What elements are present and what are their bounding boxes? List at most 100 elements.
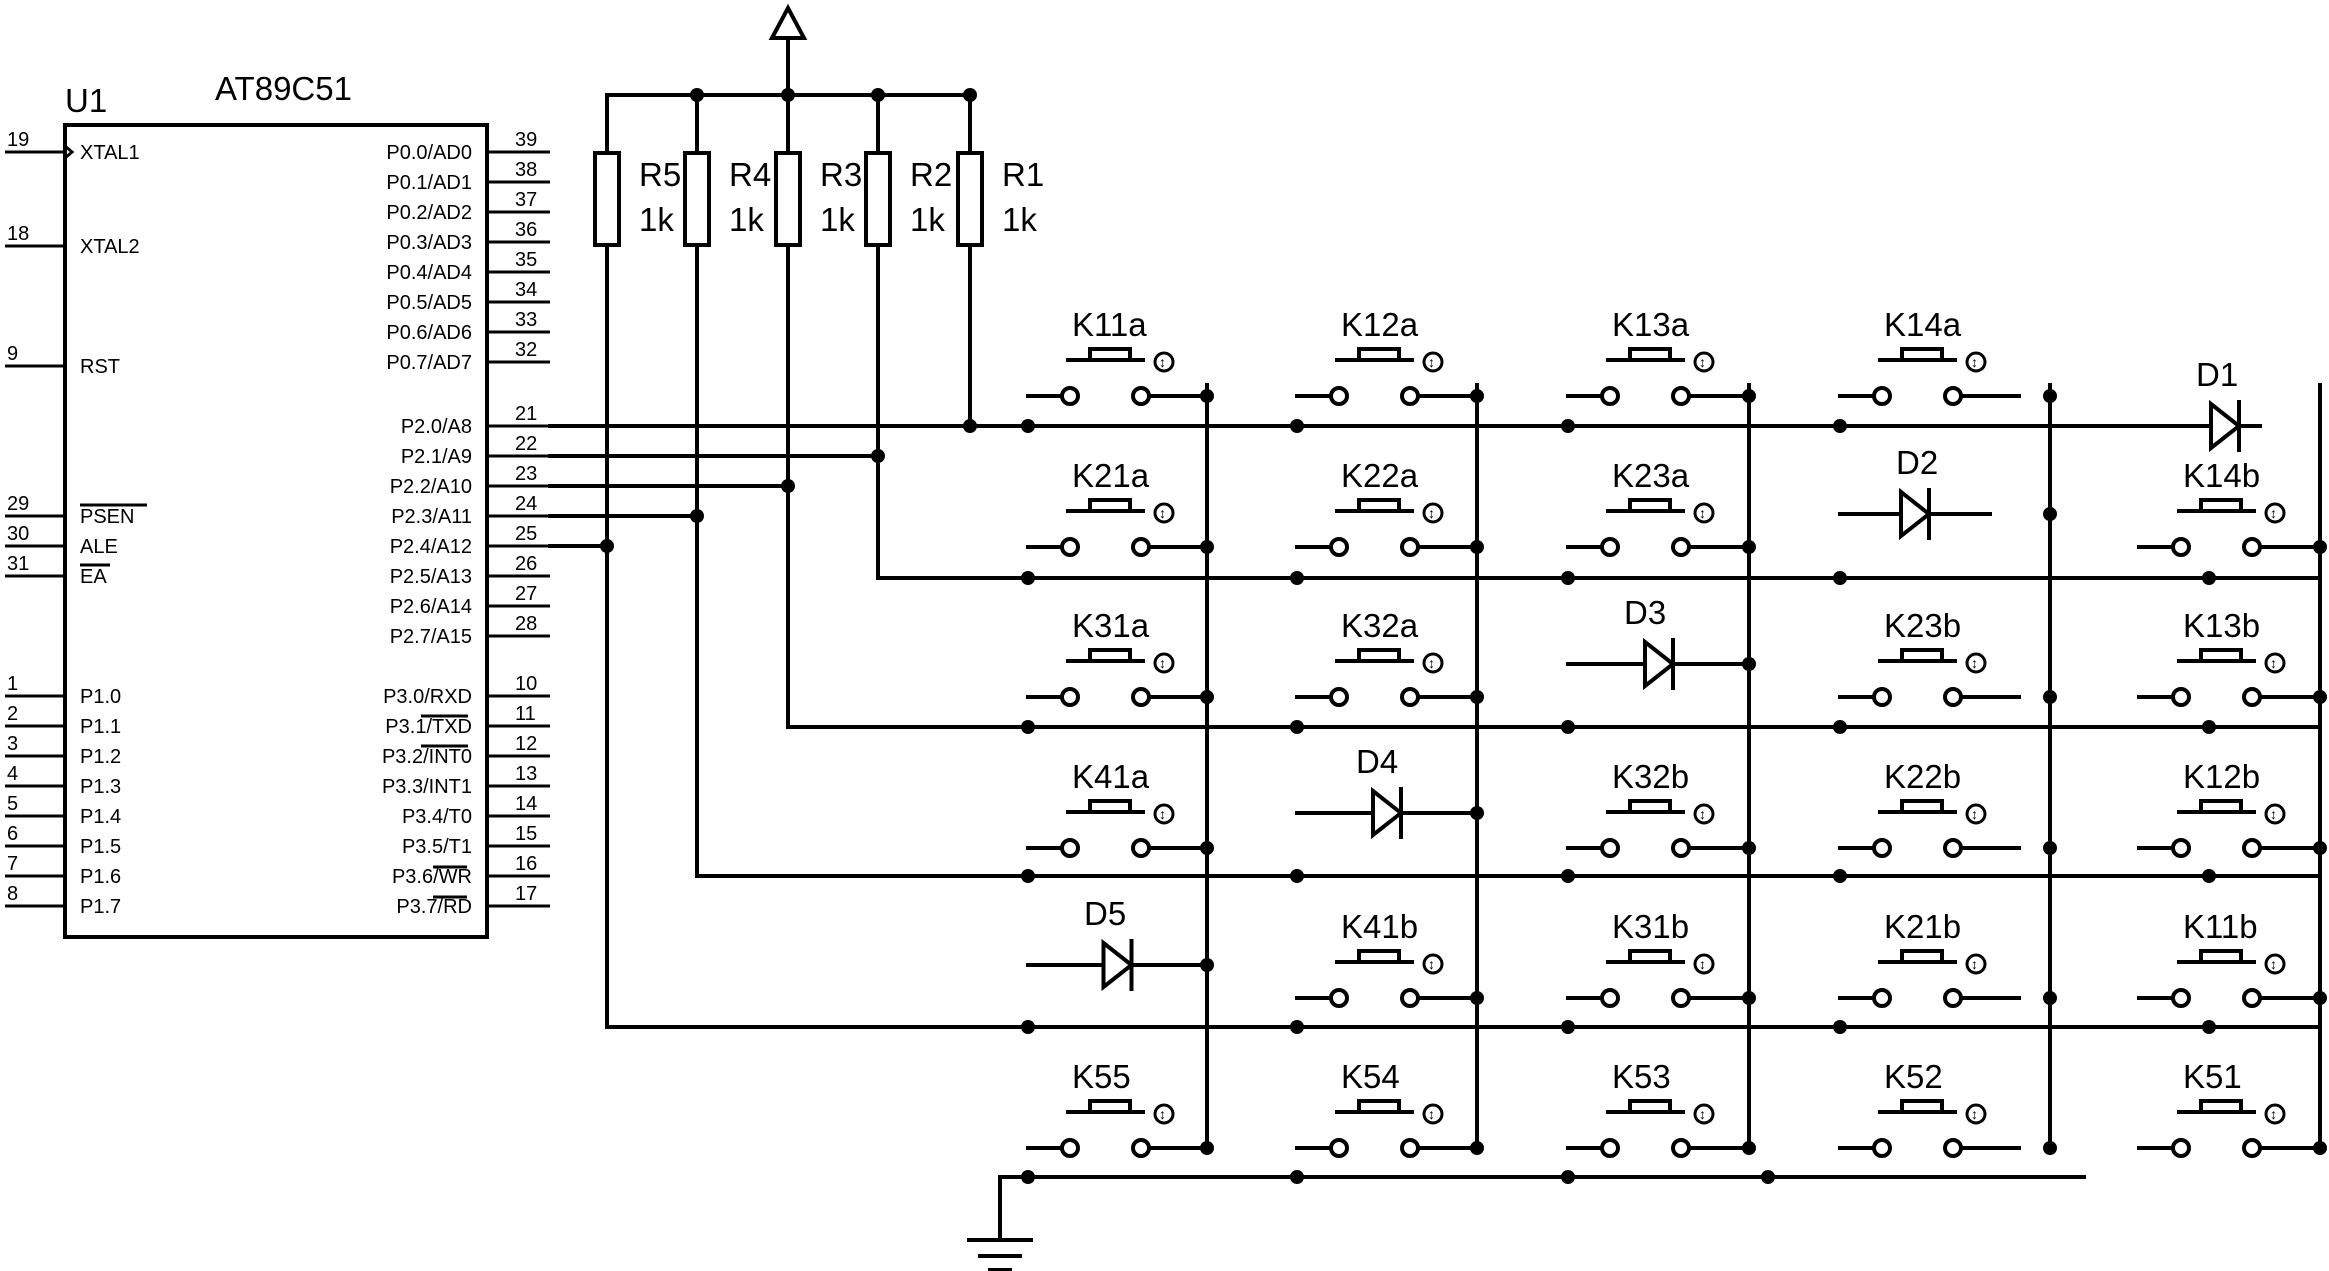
pin-number-2: 2 <box>7 703 18 725</box>
pin-number-5: 5 <box>7 793 18 815</box>
switch-K51: ↕K51 <box>2137 1058 2320 1158</box>
switch-arrow-icon <box>1422 953 1444 975</box>
junction-dot-65 <box>2313 1141 2327 1155</box>
junction-dot-46 <box>1470 806 1484 820</box>
switch-arrow-glyph: ↕ <box>1971 655 1978 671</box>
resistor-ref-R1: R1 <box>1002 156 1044 193</box>
switch-arrow-icon <box>2264 803 2286 825</box>
switch-contact-left <box>1600 386 1620 406</box>
switch-contact-right <box>1671 988 1691 1008</box>
switch-cap <box>1628 1099 1672 1114</box>
switch-contact-left <box>1329 1138 1349 1158</box>
diode-D2: D2 <box>1838 444 1992 541</box>
switch-contact-right <box>1400 386 1420 406</box>
pin-name-12: P3.2/INT0 <box>382 746 472 768</box>
pin-number-37: 37 <box>515 189 537 211</box>
junction-dot-14 <box>2202 571 2216 585</box>
junction-dot-23 <box>1290 869 1304 883</box>
pin-name-30: ALE <box>80 536 118 558</box>
pin-name-24: P2.3/A11 <box>391 506 472 528</box>
switch-contact-left <box>1329 988 1349 1008</box>
switch-contact-left <box>2171 988 2191 1008</box>
pin-number-30: 30 <box>7 523 29 545</box>
pin-name-8: P1.7 <box>80 896 121 918</box>
pin-name-38: P0.1/AD1 <box>386 172 472 194</box>
pin-number-8: 8 <box>7 883 18 905</box>
junction-dot-27 <box>600 539 614 553</box>
switch-arrow-glyph: ↕ <box>1971 956 1978 972</box>
junction-dot-51 <box>1742 657 1756 671</box>
junction-dot-9 <box>871 449 885 463</box>
diode-label-D2: D2 <box>1896 444 1938 481</box>
mcu-left-pins: 19XTAL118XTAL29RST29PSEN30ALE31EA1P1.02P… <box>5 129 140 918</box>
switch-label-K31a: K31a <box>1072 607 1150 644</box>
switch-K23a: ↕K23a <box>1566 457 1749 557</box>
junction-dot-22 <box>1021 869 1035 883</box>
junction-dot-11 <box>1290 571 1304 585</box>
switch-contact-right <box>1400 687 1420 707</box>
switch-arrow-icon <box>1965 652 1987 674</box>
switch-arrow-icon <box>1965 351 1987 373</box>
pin-number-24: 24 <box>515 493 537 515</box>
switch-label-K23b: K23b <box>1884 607 1961 644</box>
pin-number-38: 38 <box>515 159 537 181</box>
switch-contact-right <box>1131 537 1151 557</box>
junction-dot-0 <box>781 88 795 102</box>
pin-number-17: 17 <box>515 883 537 905</box>
switch-arrow-glyph: ↕ <box>1971 806 1978 822</box>
pin-name-21: P2.0/A8 <box>401 416 472 438</box>
switch-contact-left <box>2171 537 2191 557</box>
switch-contact-left <box>1872 687 1892 707</box>
switch-arrow-icon <box>1153 502 1175 524</box>
switch-cap <box>1357 347 1401 362</box>
switch-arrow-icon <box>1693 1103 1715 1125</box>
switch-cap <box>1357 1099 1401 1114</box>
mcu-u1: U1 AT89C51 19XTAL118XTAL29RST29PSEN30ALE… <box>5 70 550 939</box>
junction-dot-13 <box>1833 571 1847 585</box>
junction-dot-1 <box>871 88 885 102</box>
switch-label-K14b: K14b <box>2183 457 2260 494</box>
junction-dot-38 <box>1200 540 1214 554</box>
switch-arrow-glyph: ↕ <box>2270 1106 2277 1122</box>
pin-name-39: P0.0/AD0 <box>386 142 472 164</box>
switch-arrow-icon <box>1153 652 1175 674</box>
switch-cap <box>2199 1099 2243 1114</box>
switch-K21b: ↕K21b <box>1838 908 2021 1008</box>
switch-cap <box>1900 799 1944 814</box>
switch-label-K13a: K13a <box>1612 306 1690 343</box>
junction-dot-42 <box>1200 1141 1214 1155</box>
switch-label-K21a: K21a <box>1072 457 1150 494</box>
switch-cap <box>2199 949 2243 964</box>
junction-dot-44 <box>1470 540 1484 554</box>
switch-contact-left <box>1329 386 1349 406</box>
switch-label-K22b: K22b <box>1884 758 1961 795</box>
switch-cap <box>1088 799 1132 814</box>
switch-K11b: ↕K11b <box>2137 908 2320 1008</box>
mcu-body <box>63 123 489 939</box>
switch-contact-left <box>1872 1138 1892 1158</box>
pin-name-32: P0.7/AD7 <box>386 352 472 374</box>
switch-label-K12b: K12b <box>2183 758 2260 795</box>
pin-number-26: 26 <box>515 553 537 575</box>
junction-dot-39 <box>1200 690 1214 704</box>
junction-dot-37 <box>1200 389 1214 403</box>
switch-label-K22a: K22a <box>1341 457 1419 494</box>
resistor-ref-R4: R4 <box>729 156 771 193</box>
switch-arrow-glyph: ↕ <box>1699 354 1706 370</box>
junction-dot-12 <box>1561 571 1575 585</box>
switch-K22a: ↕K22a <box>1295 457 1478 557</box>
pin-name-18: XTAL2 <box>80 236 140 258</box>
pin-name-4: P1.3 <box>80 776 121 798</box>
pin-name-1: P1.0 <box>80 686 121 708</box>
junction-dot-41 <box>1200 958 1214 972</box>
junction-dot-48 <box>1470 1141 1484 1155</box>
pin-name-28: P2.7/A15 <box>390 626 472 648</box>
pin-number-19: 19 <box>7 129 29 151</box>
switch-arrow-icon <box>1153 1103 1175 1125</box>
pin-number-7: 7 <box>7 853 18 875</box>
pin-name-14: P3.4/T0 <box>402 806 472 828</box>
junction-dot-35 <box>1561 1170 1575 1184</box>
junction-dot-25 <box>1833 869 1847 883</box>
pin-name-34: P0.5/AD5 <box>386 292 472 314</box>
